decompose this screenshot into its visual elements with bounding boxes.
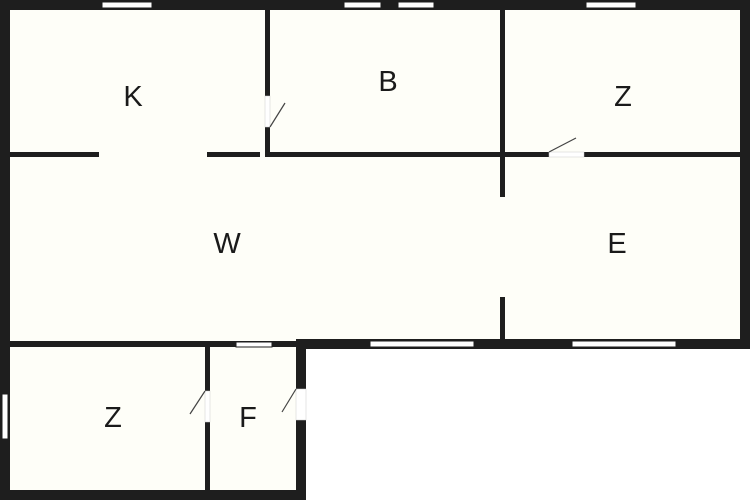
window <box>343 1 382 9</box>
door-k-b <box>264 95 286 128</box>
door-z-e <box>548 137 585 158</box>
room-label-z-upper: Z <box>614 81 632 113</box>
doors <box>189 95 585 423</box>
window <box>397 1 435 9</box>
floor-area <box>5 5 745 495</box>
window <box>585 1 637 9</box>
window <box>101 1 153 9</box>
door-f-exterior <box>281 388 307 421</box>
interior-walls <box>10 10 740 492</box>
room-label-f: F <box>239 402 257 434</box>
room-label-k: K <box>123 81 143 113</box>
windows <box>1 1 677 440</box>
window <box>1 393 9 440</box>
room-label-w: W <box>213 228 241 260</box>
room-label-z-lower: Z <box>104 402 122 434</box>
room-label-e: E <box>607 228 626 260</box>
window <box>571 340 677 348</box>
door-z2-f <box>189 390 211 423</box>
room-label-b: B <box>378 66 397 98</box>
window <box>369 340 475 348</box>
room-labels: K B Z W E Z F <box>104 66 632 434</box>
window <box>235 341 273 348</box>
